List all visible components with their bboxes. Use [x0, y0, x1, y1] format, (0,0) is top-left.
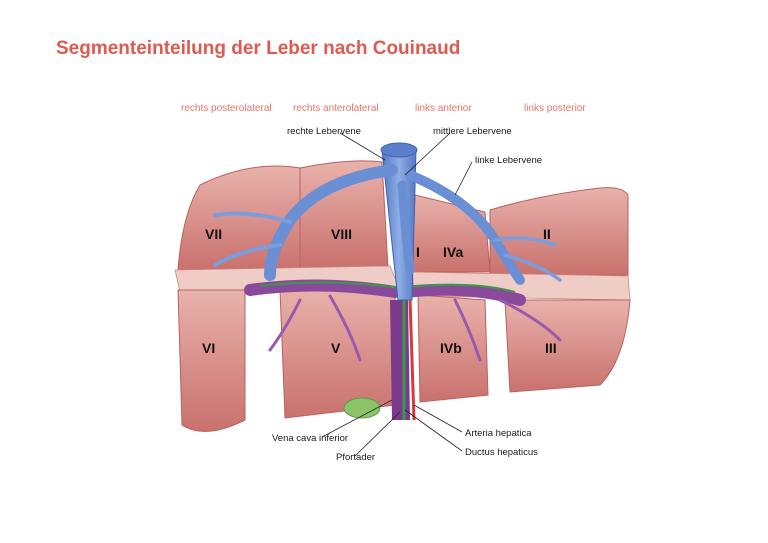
label-left-hepatic-vein: linke Lebervene	[475, 155, 543, 166]
segment-iii-block	[504, 299, 631, 393]
ivc-top	[380, 142, 418, 158]
label-hepatic-artery: Arteria hepatica	[465, 428, 532, 439]
segment-label-i: I	[416, 244, 420, 260]
segment-label-iii: III	[545, 340, 557, 356]
segment-label-vii: VII	[205, 226, 223, 242]
portal-vein	[390, 300, 410, 420]
hepatic-artery	[408, 299, 416, 421]
label-middle-hepatic-vein: mittlere Lebervene	[433, 126, 512, 137]
right-hepatic-vein	[264, 164, 398, 281]
segment-label-iva: IVa	[443, 244, 464, 260]
segment-vi-block	[177, 289, 246, 432]
left-hepatic-vein	[405, 170, 525, 285]
region-left-anterior: links anterior	[415, 103, 472, 114]
segment-label-ii: II	[543, 226, 551, 242]
gallbladder	[343, 397, 381, 419]
region-right-posterolateral: rechts posterolateral	[181, 103, 272, 114]
region-left-posterior: links posterior	[524, 103, 586, 114]
region-right-anterolateral: rechts anterolateral	[293, 103, 379, 114]
middle-hepatic-vein	[397, 180, 415, 275]
diagram-title: Segmenteinteilung der Leber nach Couinau…	[56, 38, 461, 59]
segment-label-viii: VIII	[331, 226, 353, 242]
segment-ivb-block	[417, 294, 489, 403]
segment-label-v: V	[331, 340, 341, 356]
portal-vein-branches	[244, 279, 526, 306]
segment-ii-block	[489, 187, 629, 276]
segment-iva-block	[411, 194, 491, 273]
label-right-hepatic-vein: rechte Lebervene	[287, 126, 361, 137]
label-inferior-vena-cava: Vena cava inferior	[272, 433, 349, 444]
label-portal-vein: Pfortader	[336, 452, 376, 463]
label-hepatic-duct: Ductus hepaticus	[465, 447, 538, 458]
segment-label-vi: VI	[202, 340, 216, 356]
segment-label-ivb: IVb	[440, 340, 462, 356]
